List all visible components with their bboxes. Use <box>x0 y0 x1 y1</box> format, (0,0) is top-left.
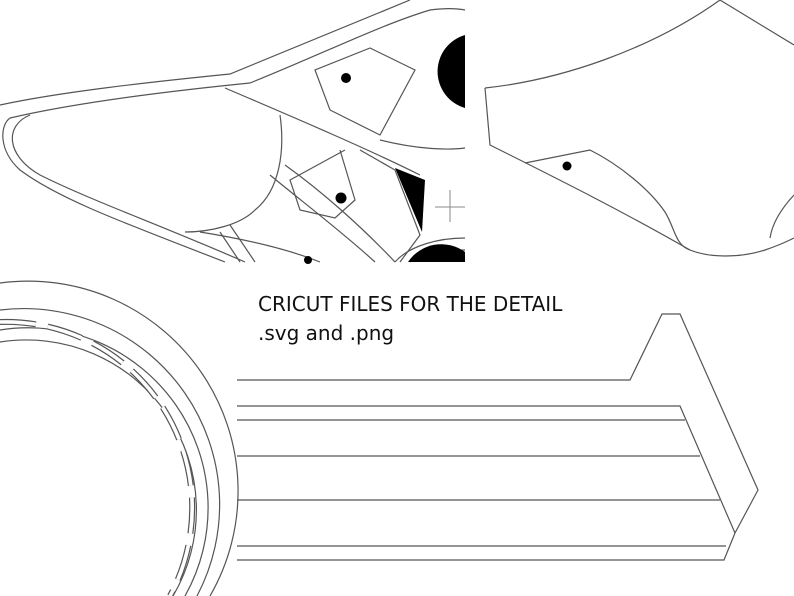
feather-line-1 <box>224 87 421 176</box>
seat-bottom <box>689 237 794 257</box>
wheel-tread-dashes-inner <box>0 320 194 596</box>
wheel-ring-3 <box>0 327 209 596</box>
wing-tip-inner <box>11 114 246 263</box>
seat-lower <box>484 87 691 251</box>
wing-tip-outer <box>2 117 226 263</box>
black-wedge <box>395 168 425 232</box>
wheel-ring-2 <box>0 307 221 596</box>
outer-outline <box>0 0 411 106</box>
wheel-outer-ring <box>0 280 239 596</box>
panel-shape-5 <box>199 231 321 263</box>
panel-top-right <box>484 0 794 257</box>
black-half-circle-bottom <box>408 244 465 262</box>
feather-line-5 <box>284 164 396 263</box>
registration-mark <box>435 190 465 222</box>
panel-shape-1 <box>314 47 416 136</box>
bar-line-1 <box>237 405 736 534</box>
seat-outline-right <box>719 0 794 46</box>
feather-curve <box>184 114 283 233</box>
panel-shape-3 <box>379 139 466 150</box>
wheel-tread-dashes <box>0 318 196 596</box>
rivet-dot-2 <box>335 192 347 204</box>
rivet-dot-3 <box>304 256 312 264</box>
panel-shape-4 <box>359 149 421 263</box>
feather-line-3 <box>219 231 241 263</box>
feather-line-2 <box>229 224 256 263</box>
wheel-hint <box>394 237 466 263</box>
caption-formats: .svg and .png <box>258 321 395 345</box>
panel-wheel <box>0 280 239 596</box>
rivet-dot-1 <box>341 73 351 83</box>
bar-line-6 <box>237 532 736 561</box>
caption-title: CRICUT FILES FOR THE DETAIL <box>258 292 563 316</box>
caption: CRICUT FILES FOR THE DETAIL .svg and .pn… <box>258 290 562 348</box>
black-half-circle <box>437 35 465 108</box>
panel-bar <box>237 313 759 561</box>
panel-top-left <box>0 0 466 264</box>
seat-dot <box>562 161 572 171</box>
seat-pocket <box>524 149 691 251</box>
outer-outline-inner <box>9 7 466 119</box>
seat-outline <box>484 0 721 89</box>
wheel-ring-4 <box>0 339 197 596</box>
seat-edge <box>769 194 794 239</box>
bar-top <box>237 313 759 534</box>
panel-shape-2 <box>289 149 356 219</box>
feather-line-4 <box>269 174 376 263</box>
